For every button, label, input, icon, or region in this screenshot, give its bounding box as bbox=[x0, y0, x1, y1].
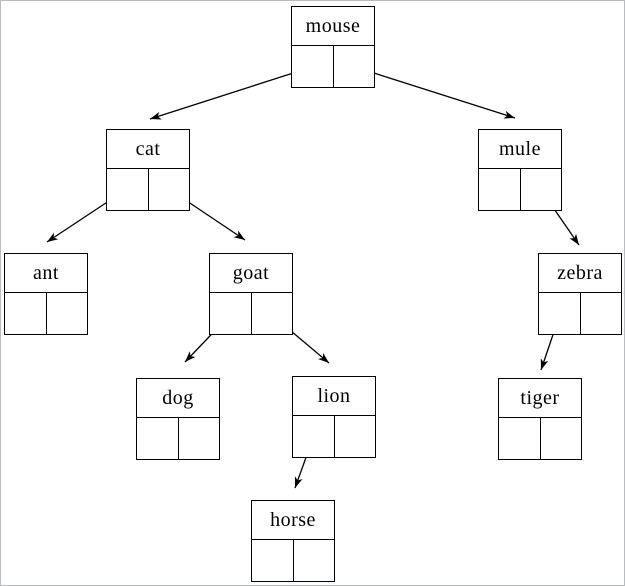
right-pointer-cell-dog bbox=[179, 418, 220, 459]
node-pointer-row-tiger bbox=[499, 418, 581, 459]
edge-mouse-left-to-cat bbox=[149, 66, 313, 120]
tree-node-mouse: mouse bbox=[291, 6, 375, 88]
left-pointer-cell-ant bbox=[5, 293, 47, 334]
left-pointer-cell-goat bbox=[210, 293, 252, 334]
node-label-goat: goat bbox=[210, 254, 292, 293]
node-pointer-row-horse bbox=[252, 540, 334, 581]
node-label-horse: horse bbox=[252, 501, 334, 540]
node-pointer-row-dog bbox=[137, 418, 219, 459]
tree-node-tiger: tiger bbox=[498, 378, 582, 460]
tree-node-mule: mule bbox=[478, 129, 562, 211]
tree-node-goat: goat bbox=[209, 253, 293, 335]
right-pointer-cell-lion bbox=[335, 416, 376, 457]
right-pointer-cell-cat bbox=[149, 169, 190, 210]
node-label-ant: ant bbox=[5, 254, 87, 293]
node-pointer-row-cat bbox=[107, 169, 189, 210]
right-pointer-cell-zebra bbox=[581, 293, 622, 334]
left-pointer-cell-mouse bbox=[292, 46, 334, 87]
tree-node-lion: lion bbox=[292, 376, 376, 458]
left-pointer-cell-tiger bbox=[499, 418, 541, 459]
node-label-mule: mule bbox=[479, 130, 561, 169]
right-pointer-cell-mouse bbox=[334, 46, 375, 87]
node-label-dog: dog bbox=[137, 379, 219, 418]
tree-node-ant: ant bbox=[4, 253, 88, 335]
node-pointer-row-lion bbox=[293, 416, 375, 457]
right-pointer-cell-ant bbox=[47, 293, 88, 334]
node-pointer-row-mouse bbox=[292, 46, 374, 87]
left-pointer-cell-cat bbox=[107, 169, 149, 210]
left-pointer-cell-zebra bbox=[539, 293, 581, 334]
tree-node-zebra: zebra bbox=[538, 253, 622, 335]
left-pointer-cell-mule bbox=[479, 169, 521, 210]
right-pointer-cell-tiger bbox=[541, 418, 582, 459]
node-label-zebra: zebra bbox=[539, 254, 621, 293]
tree-node-dog: dog bbox=[136, 378, 220, 460]
node-pointer-row-mule bbox=[479, 169, 561, 210]
right-pointer-cell-horse bbox=[294, 540, 335, 581]
right-pointer-cell-goat bbox=[252, 293, 293, 334]
right-pointer-cell-mule bbox=[521, 169, 562, 210]
node-label-cat: cat bbox=[107, 130, 189, 169]
node-label-mouse: mouse bbox=[292, 7, 374, 46]
node-label-tiger: tiger bbox=[499, 379, 581, 418]
tree-node-cat: cat bbox=[106, 129, 190, 211]
edge-mouse-right-to-mule bbox=[354, 66, 516, 119]
node-pointer-row-ant bbox=[5, 293, 87, 334]
left-pointer-cell-dog bbox=[137, 418, 179, 459]
left-pointer-cell-lion bbox=[293, 416, 335, 457]
node-pointer-row-goat bbox=[210, 293, 292, 334]
tree-node-horse: horse bbox=[251, 500, 335, 582]
node-pointer-row-zebra bbox=[539, 293, 621, 334]
node-label-lion: lion bbox=[293, 377, 375, 416]
left-pointer-cell-horse bbox=[252, 540, 294, 581]
